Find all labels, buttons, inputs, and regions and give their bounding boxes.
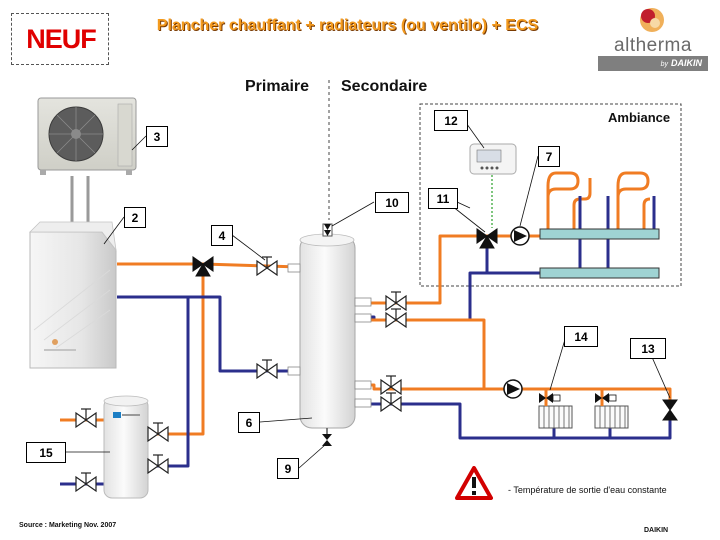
three-way-valve-icon: [192, 256, 214, 277]
footer-brand: DAIKIN: [644, 527, 669, 534]
callout-buffer-tank: 6: [238, 412, 260, 433]
room-thermostat-icon: [469, 143, 517, 175]
mixing-valve-icon: [476, 228, 498, 249]
valve-icon: [75, 408, 97, 429]
thermostatic-valve-icon: [539, 389, 561, 406]
floor-pump-icon: [510, 226, 530, 246]
source-note: Source : Marketing Nov. 2007: [19, 522, 117, 529]
valve-icon: [385, 291, 407, 312]
secondary-zone-label: Secondaire: [341, 78, 428, 95]
dhw-tank: [103, 395, 149, 499]
tank-hot-outlet-2: [355, 383, 484, 391]
ambiance-zone-label: Ambiance: [608, 110, 671, 125]
callout-dhw-tank: 15: [26, 442, 66, 463]
callout-outdoor-unit: 3: [146, 126, 168, 147]
diagram-title: Plancher chauffant + radiateurs (ou vent…: [156, 17, 539, 34]
logo-by: by: [660, 61, 668, 68]
logo-brand: DAIKIN: [671, 58, 702, 68]
buffer-tank: [287, 233, 372, 429]
callout-room-thermostat: 12: [434, 110, 468, 131]
indoor-unit: [29, 221, 117, 369]
callout-bypass-valve: 13: [630, 338, 666, 359]
radiator-return-pipe: [355, 402, 672, 440]
floor-loop-1-supply: [546, 171, 592, 232]
radiator-1: [538, 405, 573, 429]
floor-supply-collector: [539, 228, 660, 240]
callout-mixing-valve: 11: [428, 188, 458, 209]
floor-return-pipe: [355, 271, 540, 322]
valve-icon: [75, 472, 97, 493]
valve-icon: [256, 256, 278, 277]
radiator-pump-icon: [503, 379, 523, 399]
valve-icon: [147, 454, 169, 475]
callout-drain-valve: 9: [277, 458, 299, 479]
valve-icon: [385, 308, 407, 329]
callout-thermostatic-valve: 14: [564, 326, 598, 347]
floor-return-collector: [539, 267, 660, 279]
logo-wordmark: altherma: [614, 35, 692, 56]
drain-valve-icon: [322, 428, 332, 446]
new-badge: NEUF: [11, 13, 109, 65]
new-badge-label: NEUF: [26, 24, 97, 54]
callout-floor-pump: 7: [538, 146, 560, 167]
valve-icon: [147, 422, 169, 443]
thermostatic-valve-icon: [595, 389, 617, 406]
air-vent-icon: [322, 223, 333, 237]
warning-note: - Température de sortie d'eau constante: [508, 485, 667, 495]
callout-air-vent: 10: [375, 192, 409, 213]
primary-zone-label: Primaire: [245, 78, 310, 95]
radiator-2: [594, 405, 629, 429]
outdoor-unit: [37, 97, 137, 175]
valve-icon: [256, 359, 278, 380]
valve-icon: [380, 375, 402, 396]
callout-indoor-unit: 2: [124, 207, 146, 228]
isolation-valves: [75, 256, 407, 493]
logo-sun-icon: [640, 8, 664, 32]
valve-icon: [380, 392, 402, 413]
bypass-valve-icon: [662, 399, 678, 421]
tank-return-pipe: [188, 295, 300, 373]
callout-three-way-valve: 4: [211, 225, 233, 246]
warning-icon: [455, 466, 493, 500]
ambiance-zone: [419, 103, 682, 287]
floor-supply-pipe: [355, 234, 540, 305]
floor-loop-2-supply: [616, 171, 651, 232]
